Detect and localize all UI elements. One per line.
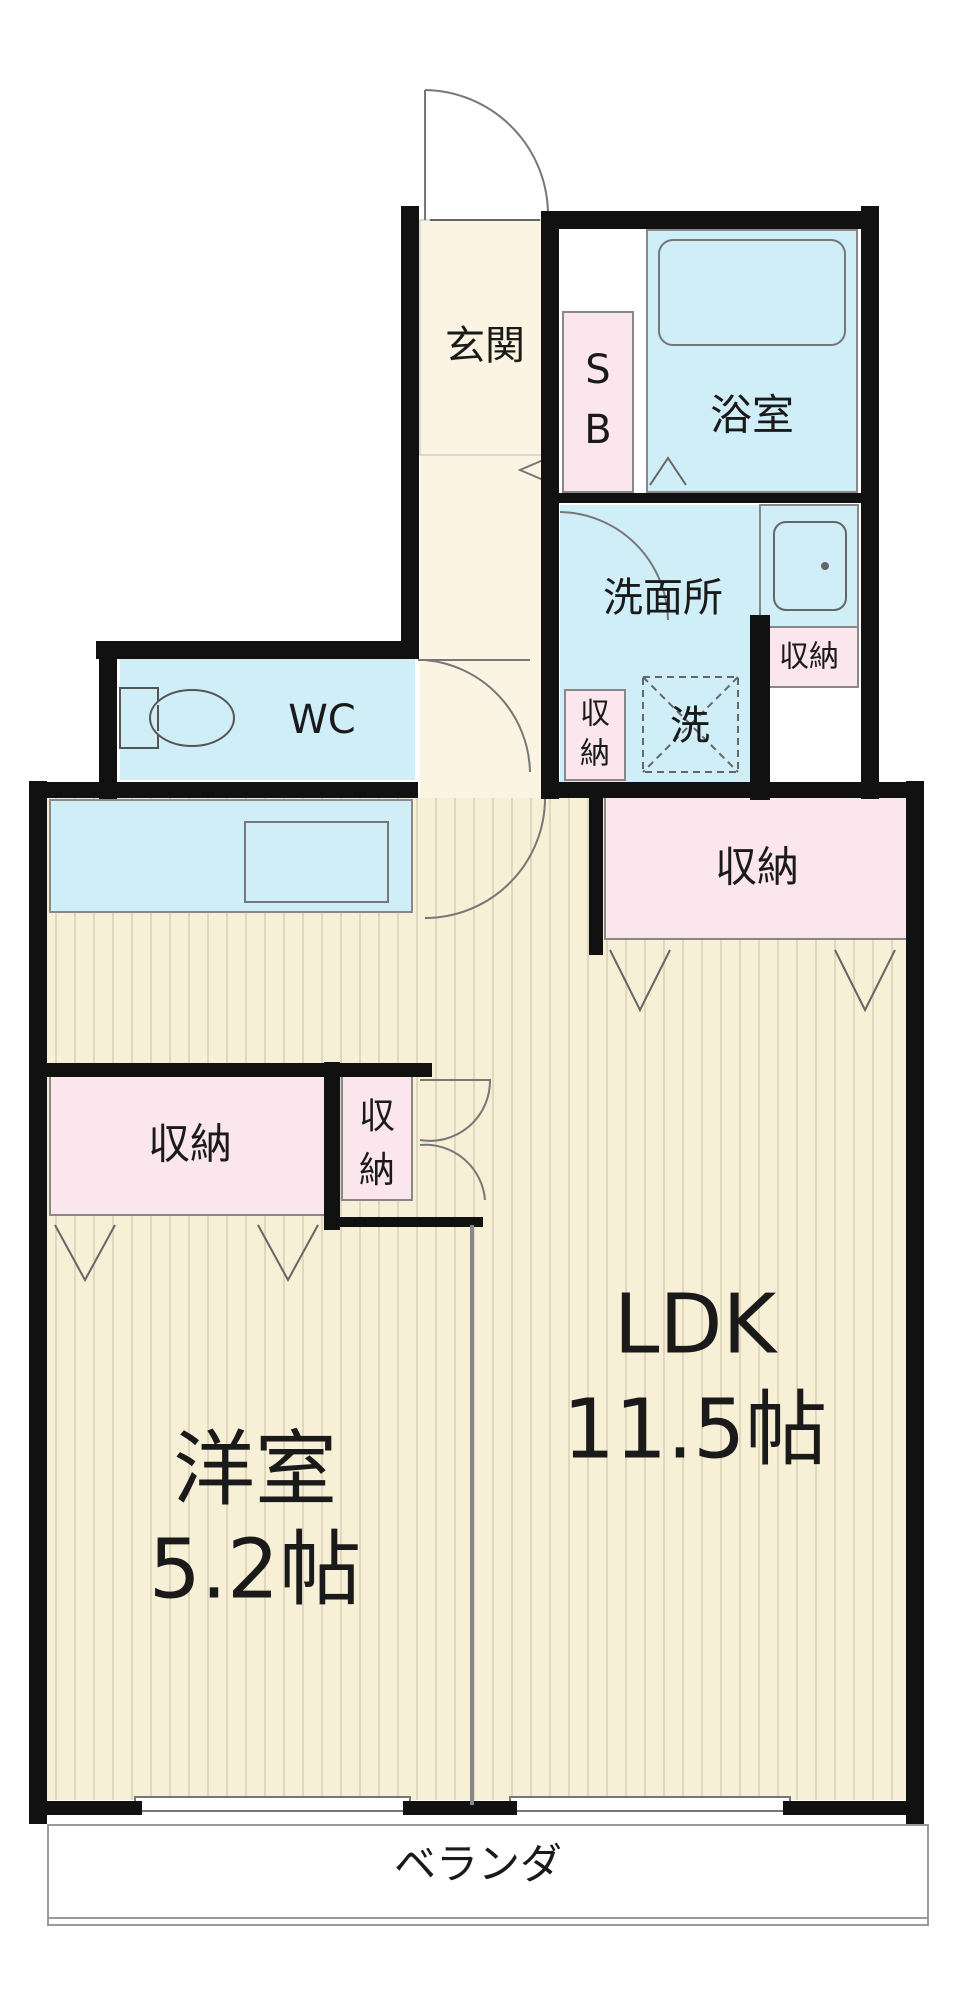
washroom-storage-label: 収納: [779, 640, 839, 675]
ldk-name-label: LDK: [614, 1277, 779, 1372]
shoe-box-label-top: S: [585, 347, 610, 393]
side-storage-label-top: 収: [580, 697, 610, 732]
ldk-size-label: 11.5帖: [563, 1382, 828, 1477]
bedroom-storage-label: 収納: [148, 1120, 232, 1169]
bath-label: 浴室: [710, 391, 794, 440]
shoe-box-label-bottom: B: [584, 407, 611, 453]
wash-basin-icon: [773, 521, 847, 611]
shoe-box: [562, 311, 634, 493]
genkan-label: 玄関: [445, 323, 525, 369]
genkan-floor: [419, 219, 551, 456]
bathtub: [658, 239, 846, 346]
bedroom-name-label: 洋室: [173, 1422, 337, 1517]
walls: [29, 206, 924, 1824]
side-storage-box: [564, 689, 626, 781]
south-windows: [134, 1796, 791, 1812]
toilet-icon: [119, 687, 235, 749]
balcony-rail: [47, 1824, 929, 1926]
bedroom-size-label: 5.2帖: [149, 1522, 361, 1617]
wc-label: WC: [288, 697, 355, 743]
balcony-label: ベランダ: [394, 1840, 562, 1889]
side-storage-label-bottom: 納: [580, 737, 610, 772]
small-storage-box: [341, 1074, 413, 1201]
washer-label: 洗: [670, 703, 710, 749]
ldk-storage-label: 収納: [715, 843, 799, 892]
small-storage-label-bottom: 納: [359, 1150, 395, 1191]
bedroom-storage-box: [49, 1074, 326, 1216]
sink-icon: [244, 821, 389, 903]
small-storage-label-top: 収: [359, 1096, 395, 1137]
washroom-label: 洗面所: [603, 575, 723, 621]
closet-door-marks: [54, 456, 896, 1283]
washer-pan-icon: [642, 676, 739, 773]
